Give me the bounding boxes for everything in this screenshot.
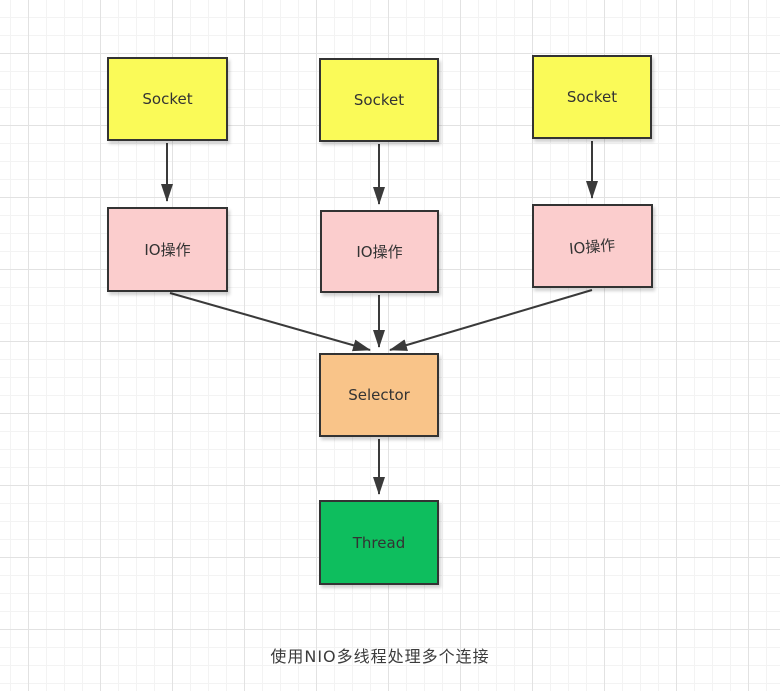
node-selector-label: Selector [348,386,410,404]
node-io-2-label: IO操作 [356,243,403,261]
node-socket-3-label: Socket [566,88,618,106]
node-thread-label: Thread [352,533,406,552]
node-socket-1-label: Socket [142,90,193,108]
node-thread[interactable]: Thread [319,500,439,585]
node-socket-3[interactable]: Socket [532,55,652,139]
node-io-3-label: IO操作 [568,235,617,258]
node-io-2[interactable]: IO操作 [320,210,439,293]
node-io-3[interactable]: IO操作 [532,204,653,288]
arrow-io3-selector [389,289,593,351]
diagram-caption: 使用NIO多线程处理多个连接 [270,647,490,666]
node-selector[interactable]: Selector [319,353,439,437]
node-socket-2[interactable]: Socket [319,58,439,142]
arrow-io1-selector [169,292,371,352]
node-socket-1[interactable]: Socket [107,57,228,141]
node-io-1[interactable]: IO操作 [107,207,228,292]
node-io-1-label: IO操作 [144,241,191,259]
node-socket-2-label: Socket [353,91,405,109]
